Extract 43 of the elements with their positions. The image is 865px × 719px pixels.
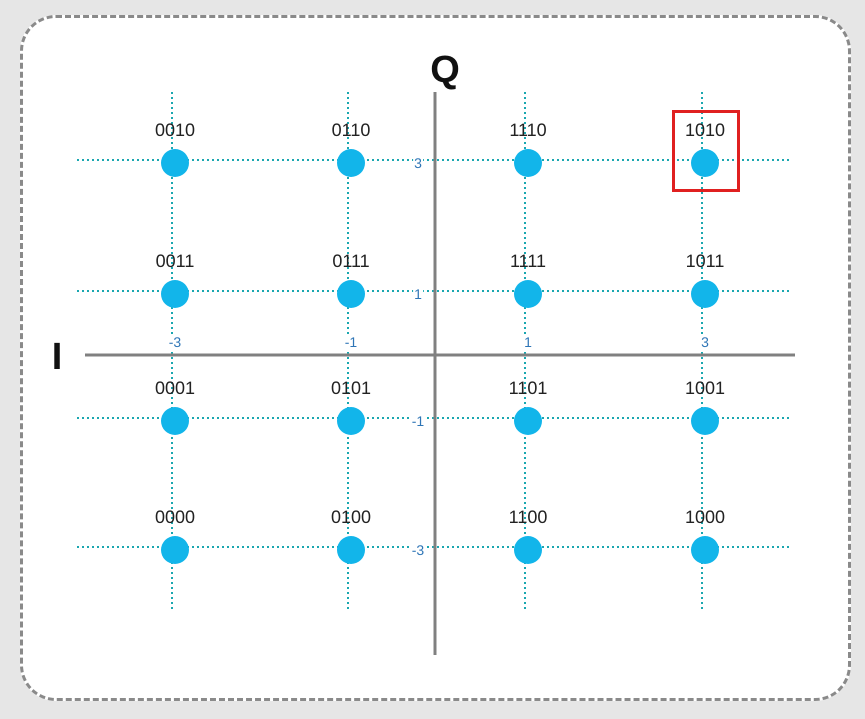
point-label: 0110 — [332, 121, 370, 139]
tick-label: 3 — [413, 156, 423, 170]
point-label: 0011 — [156, 252, 194, 270]
tick-label: -3 — [410, 543, 426, 557]
constellation-point — [337, 280, 365, 308]
point-label: 1111 — [510, 252, 546, 270]
constellation-point — [161, 407, 189, 435]
point-label: 1100 — [508, 508, 548, 526]
point-label: 1110 — [509, 121, 547, 139]
point-label: 1001 — [684, 379, 726, 397]
tick-label: -1 — [410, 414, 426, 428]
point-label: 0111 — [332, 252, 370, 270]
constellation-point — [691, 149, 719, 177]
point-label: 0010 — [154, 121, 196, 139]
tick-label: -3 — [168, 335, 182, 349]
point-label: 1000 — [684, 508, 726, 526]
axis-label: Q — [430, 51, 460, 89]
constellation-point — [691, 280, 719, 308]
point-label: 0000 — [154, 508, 196, 526]
point-label: 1010 — [684, 121, 726, 139]
highlight-frame — [672, 110, 740, 192]
constellation-point — [514, 536, 542, 564]
tick-label: -1 — [344, 335, 358, 349]
point-label: 0001 — [154, 379, 196, 397]
constellation-point — [337, 407, 365, 435]
tick-label: 1 — [413, 287, 423, 301]
constellation-point — [161, 280, 189, 308]
constellation-point — [514, 407, 542, 435]
tick-label: 1 — [523, 335, 533, 349]
point-label: 0100 — [330, 508, 372, 526]
constellation-point — [514, 149, 542, 177]
constellation-point — [514, 280, 542, 308]
constellation-point — [161, 149, 189, 177]
constellation-point — [337, 536, 365, 564]
constellation-point — [691, 407, 719, 435]
constellation-point — [691, 536, 719, 564]
tick-label: 3 — [700, 335, 710, 349]
axis-label: I — [52, 338, 62, 376]
point-label: 1101 — [508, 379, 548, 397]
constellation-point — [161, 536, 189, 564]
point-label: 1011 — [686, 252, 724, 270]
constellation-point — [337, 149, 365, 177]
point-label: 0101 — [330, 379, 372, 397]
